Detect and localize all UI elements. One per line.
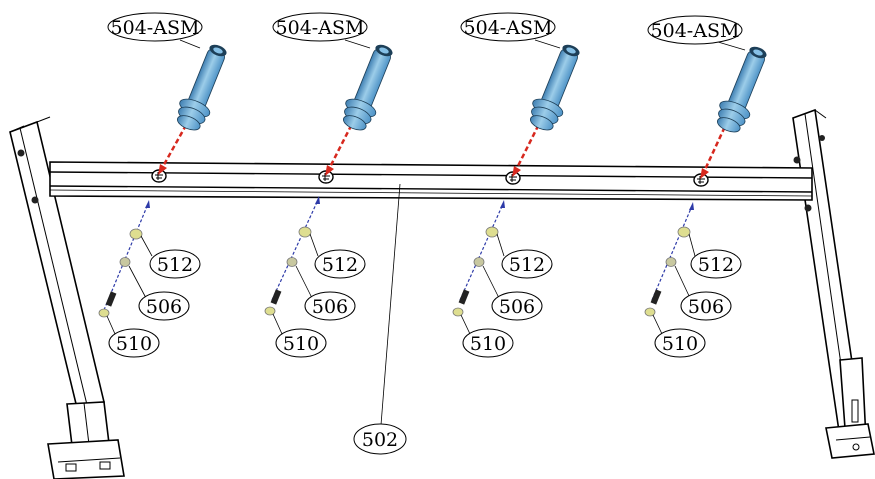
handle-label-text: 504-ASM (276, 17, 365, 39)
grip-handle-icon (177, 44, 227, 131)
insert-arrow-blue (651, 205, 693, 301)
handle-label-2: 504-ASM (272, 12, 371, 49)
hardware-stack-3 (452, 200, 505, 335)
hardware-stack-1 (98, 200, 153, 335)
washer-top-label: 512 (322, 254, 358, 276)
bolt-icon (264, 289, 282, 316)
main-bar-label-text: 502 (362, 429, 398, 451)
bolt-label: 510 (116, 333, 152, 355)
hardware-labels-3: 512 506 510 (462, 249, 553, 358)
hardware-labels-4: 512 506 510 (654, 249, 742, 358)
bolt-label: 510 (662, 333, 698, 355)
washer-icon (473, 257, 485, 267)
washer-icon (485, 226, 499, 238)
bolt-icon (98, 291, 117, 318)
hardware-labels-2: 512 506 510 (275, 249, 366, 358)
washer-mid-label: 506 (499, 296, 535, 318)
right-upright-frame (792, 108, 875, 459)
washer-mid-label: 506 (312, 296, 348, 318)
main-bar-label: 502 (353, 183, 407, 455)
handle-label-4: 504-ASM (647, 15, 746, 51)
handle-assembly-2 (325, 44, 393, 176)
insert-arrow-blue (271, 199, 319, 301)
washer-top-label: 512 (157, 254, 193, 276)
washer-icon (129, 228, 143, 240)
washer-icon (119, 257, 131, 267)
washer-top-label: 512 (509, 254, 545, 276)
washer-mid-label: 506 (146, 296, 182, 318)
grip-handle-icon (717, 46, 767, 133)
bolt-label: 510 (470, 333, 506, 355)
main-cross-bar (49, 161, 813, 201)
handle-assembly-3 (512, 44, 580, 177)
handle-assembly-1 (158, 44, 227, 175)
grip-handle-icon (530, 44, 580, 131)
handle-label-text: 504-ASM (464, 17, 553, 39)
washer-icon (286, 257, 298, 267)
washer-mid-label: 506 (688, 296, 724, 318)
insert-arrow-blue (459, 203, 504, 301)
handle-label-3: 504-ASM (460, 12, 561, 49)
left-upright-frame (9, 116, 125, 479)
insert-arrow-blue (103, 203, 149, 311)
handle-label-text: 504-ASM (651, 20, 740, 42)
grip-handle-icon (343, 44, 393, 131)
hardware-stack-4 (644, 202, 696, 335)
hardware-labels-1: 512 506 510 (108, 249, 201, 358)
hardware-stack-2 (264, 196, 320, 335)
bolt-icon (452, 289, 470, 317)
handle-assembly-4 (700, 46, 767, 179)
washer-icon (298, 226, 312, 238)
handle-label-1: 504-ASM (107, 12, 203, 49)
washer-top-label: 512 (698, 254, 734, 276)
bolt-label: 510 (283, 333, 319, 355)
bolt-icon (644, 289, 662, 317)
handle-label-text: 504-ASM (111, 17, 200, 39)
washer-icon (677, 226, 691, 238)
washer-icon (665, 257, 677, 267)
